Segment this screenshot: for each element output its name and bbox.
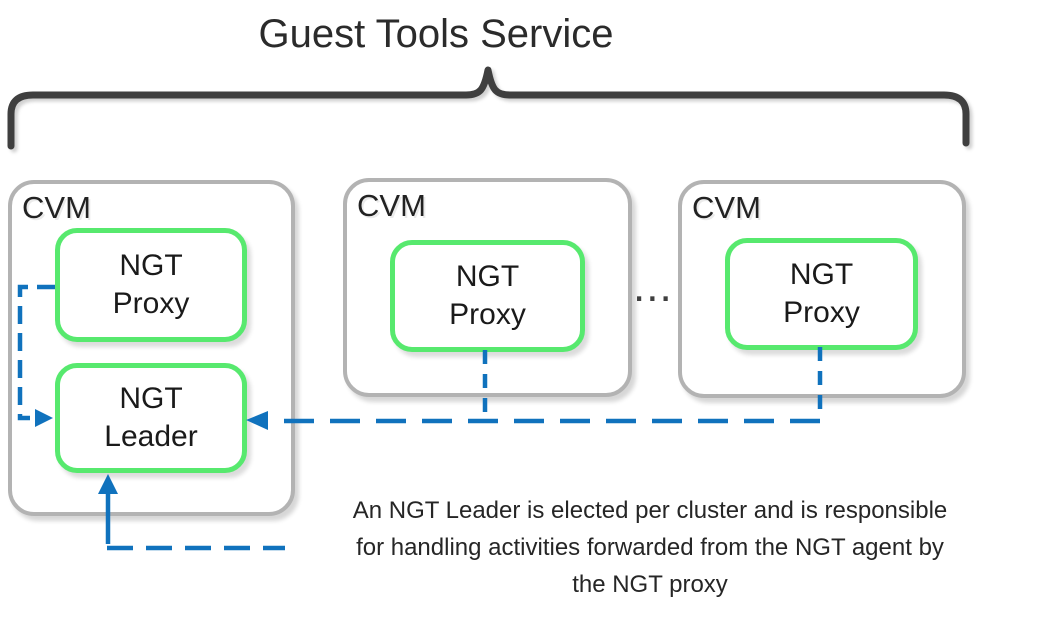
ngt-leader-node: NGT Leader xyxy=(55,363,247,473)
more-cvms-ellipsis: ... xyxy=(633,262,673,311)
guest-tools-brace-shape xyxy=(7,66,970,150)
cvm-3-label: CVM xyxy=(692,190,761,225)
page-title: Guest Tools Service xyxy=(258,12,614,56)
ngt-proxy-node-3: NGT Proxy xyxy=(725,238,918,350)
ngt-proxy-node-2: NGT Proxy xyxy=(390,240,585,352)
ngt-proxy-node-1: NGT Proxy xyxy=(55,228,247,342)
leader-caption: An NGT Leader is elected per cluster and… xyxy=(352,497,948,598)
cvm-1-label: CVM xyxy=(22,190,91,225)
cvm-2-label: CVM xyxy=(357,188,426,223)
